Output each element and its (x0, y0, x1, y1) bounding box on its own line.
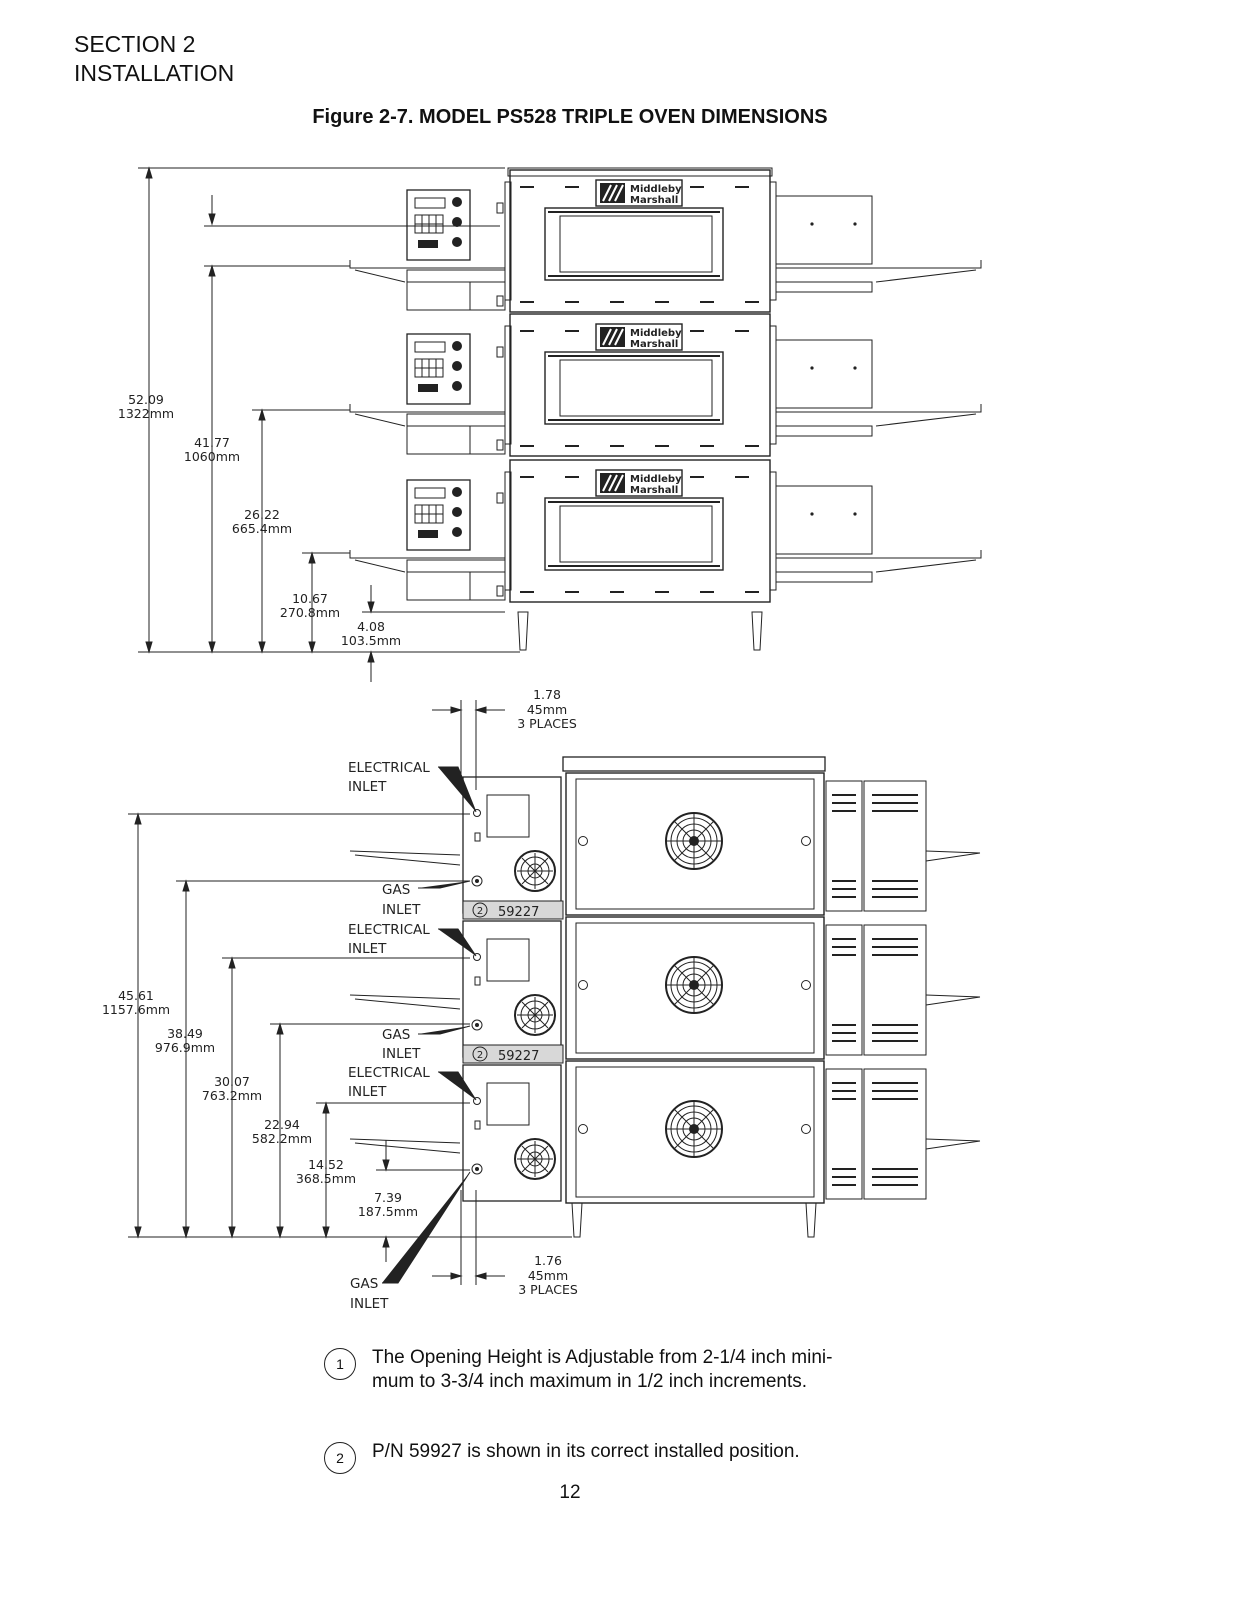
dim-14-52-mm: 368.5mm (296, 1171, 356, 1186)
dim-10-67-mm: 270.8mm (280, 605, 340, 620)
dim-41-77-mm: 1060mm (184, 449, 240, 464)
dim-30-07-mm: 763.2mm (202, 1088, 262, 1103)
callout-number: 2 (477, 1050, 483, 1061)
dim-26-22-mm: 665.4mm (232, 521, 292, 536)
callout-number: 2 (477, 906, 483, 917)
inlet-label: INLET (348, 779, 387, 795)
gas-label: GAS (350, 1276, 378, 1292)
dim-1-76-mm: 45mm (528, 1268, 568, 1283)
brand-logo-labels: Middleby Marshall Middleby Marshall Midd… (630, 184, 682, 496)
figure-title: Figure 2-7. MODEL PS528 TRIPLE OVEN DIME… (312, 106, 828, 128)
dim-38-49-mm: 976.9mm (155, 1040, 215, 1055)
side-oven-deck-bottom (349, 1060, 981, 1204)
brand-line2: Marshall (630, 485, 678, 496)
note-1-number: 1 (324, 1348, 356, 1380)
inlet-label: INLET (348, 941, 387, 957)
side-oven-deck-top (349, 772, 981, 916)
dim-22-94-mm: 582.2mm (252, 1131, 312, 1146)
brand-line1: Middleby (630, 474, 682, 485)
side-dimension-text: 1.78 45mm 3 PLACES 1.76 45mm 3 PLACES 45… (102, 687, 578, 1297)
inlet-labels: ELECTRICAL INLET GAS INLET ELECTRICAL IN… (348, 760, 430, 1312)
dim-4-08-in: 4.08 (357, 619, 385, 634)
dim-45-61-in: 45.61 (118, 988, 154, 1003)
dim-1-76-places: 3 PLACES (518, 1282, 578, 1297)
front-dimension-text: 52.09 1322mm 41.77 1060mm 26.22 665.4mm … (118, 392, 401, 648)
page-number: 12 (559, 1482, 581, 1503)
front-oven-legs (517, 611, 763, 651)
dim-22-94-in: 22.94 (264, 1117, 300, 1132)
dim-10-67-in: 10.67 (292, 591, 328, 606)
dim-1-78-in: 1.78 (533, 687, 561, 702)
dim-41-77-in: 41.77 (194, 435, 230, 450)
front-dimension-lines (138, 166, 520, 682)
electrical-label: ELECTRICAL (348, 922, 430, 938)
dim-4-08-mm: 103.5mm (341, 633, 401, 648)
inlet-label: INLET (382, 1046, 421, 1062)
section-number: SECTION 2 (74, 31, 196, 57)
side-oven-legs (571, 1202, 817, 1238)
note-2-text: P/N 59927 is shown in its correct instal… (372, 1441, 800, 1462)
dim-52-09-mm: 1322mm (118, 406, 174, 421)
part-number: 59227 (498, 905, 539, 920)
dim-26-22-in: 26.22 (244, 507, 280, 522)
section-heading: SECTION 2 INSTALLATION (74, 30, 234, 88)
dim-52-09-in: 52.09 (128, 392, 164, 407)
dim-7-39-in: 7.39 (374, 1190, 402, 1205)
side-oven-deck-middle (349, 916, 981, 1060)
side-dimension-lines (128, 700, 572, 1285)
dim-38-49-in: 38.49 (167, 1026, 203, 1041)
part-label-middle: 2 59227 (462, 1044, 564, 1064)
inlet-label: INLET (350, 1296, 389, 1312)
dim-30-07-in: 30.07 (214, 1074, 250, 1089)
electrical-label: ELECTRICAL (348, 1065, 430, 1081)
dim-14-52-in: 14.52 (308, 1157, 344, 1172)
brand-line2: Marshall (630, 195, 678, 206)
gas-label: GAS (382, 882, 410, 898)
section-name: INSTALLATION (74, 60, 235, 86)
inlet-label: INLET (382, 902, 421, 918)
inlet-label: INLET (348, 1084, 387, 1100)
dim-1-76-in: 1.76 (534, 1253, 562, 1268)
brand-line1: Middleby (630, 184, 682, 195)
electrical-label: ELECTRICAL (348, 760, 430, 776)
dim-45-61-mm: 1157.6mm (102, 1002, 170, 1017)
part-label-top: 2 59227 (462, 900, 564, 920)
part-number: 59227 (498, 1049, 539, 1064)
note-2-number: 2 (324, 1442, 356, 1474)
brand-line2: Marshall (630, 339, 678, 350)
dim-7-39-mm: 187.5mm (358, 1204, 418, 1219)
brand-line1: Middleby (630, 328, 682, 339)
dim-1-78-places: 3 PLACES (517, 716, 577, 731)
note-1-text: The Opening Height is Adjustable from 2-… (372, 1347, 833, 1392)
dim-1-78-mm: 45mm (527, 702, 567, 717)
gas-label: GAS (382, 1027, 410, 1043)
